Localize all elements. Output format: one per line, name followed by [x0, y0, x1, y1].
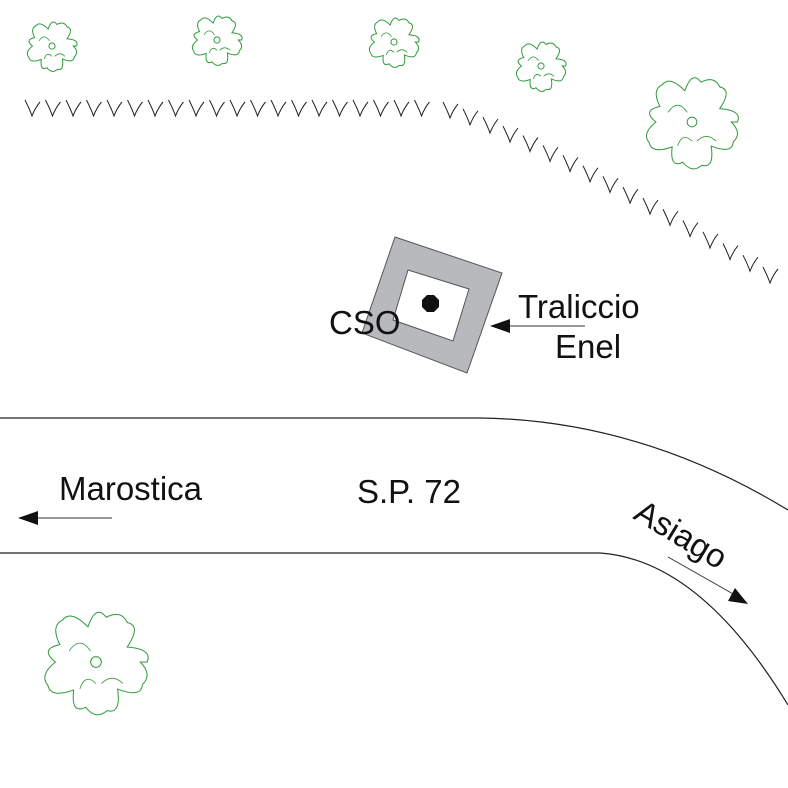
tree-icon — [44, 611, 149, 716]
grass-mark — [642, 197, 659, 216]
tree-outline — [646, 77, 739, 170]
cso-structure — [361, 236, 503, 374]
grass-mark — [250, 99, 266, 118]
grass-mark — [542, 145, 559, 163]
grass-mark — [702, 231, 719, 250]
tree-outline — [191, 15, 243, 66]
grass-mark — [414, 99, 430, 118]
grass-mark — [127, 99, 143, 118]
enel-label: Enel — [555, 328, 621, 365]
grass-mark — [502, 125, 519, 144]
tree-outline — [515, 41, 567, 92]
grass-mark — [147, 99, 164, 118]
road-label: S.P. 72 — [357, 473, 461, 510]
tree-detail — [380, 32, 408, 56]
asiago-arrow-line — [667, 556, 736, 596]
marostica-label: Marostica — [59, 470, 203, 507]
grass-mark — [562, 155, 579, 173]
grass-mark — [373, 99, 389, 118]
grass-mark — [106, 99, 123, 118]
grass-mark — [229, 99, 246, 118]
grass-border — [24, 99, 779, 285]
grass-mark — [45, 99, 61, 118]
grass-mark — [762, 266, 779, 285]
marostica-arrow-head — [18, 511, 38, 525]
tree-trunk — [213, 36, 221, 44]
tree-trunk — [686, 116, 698, 128]
grass-mark — [393, 99, 410, 118]
grass-mark — [24, 99, 41, 118]
traliccio-arrow-head — [490, 319, 510, 333]
traliccio-label: Traliccio — [518, 288, 640, 325]
grass-mark — [602, 176, 619, 194]
pylon-marker — [422, 295, 439, 312]
tree-detail — [527, 56, 555, 80]
tree-icon — [26, 21, 78, 72]
grass-mark — [722, 243, 739, 262]
road-edge-north — [0, 417, 788, 511]
tree-icon — [191, 15, 243, 66]
tree-outline — [368, 17, 420, 68]
tree-outline — [44, 611, 149, 716]
grass-mark — [65, 99, 82, 118]
grass-mark — [291, 99, 307, 118]
grass-mark — [442, 101, 459, 120]
grass-mark — [352, 99, 369, 118]
tree-detail — [667, 104, 717, 147]
tree-icon — [646, 77, 739, 170]
grass-mark — [270, 99, 287, 118]
grass-mark — [582, 165, 599, 184]
grass-mark — [311, 99, 328, 118]
grass-mark — [209, 99, 225, 118]
grass-mark — [462, 108, 479, 127]
grass-mark — [86, 99, 102, 118]
grass-mark — [332, 99, 348, 118]
tree-outline — [26, 21, 78, 72]
tree-icon — [515, 41, 567, 92]
tree-trunk — [390, 38, 398, 46]
grass-mark — [482, 116, 499, 135]
tree-trunk — [90, 656, 102, 668]
grass-mark — [742, 254, 759, 273]
grass-mark — [522, 135, 539, 154]
tree-trunk — [48, 42, 56, 50]
tree-detail — [203, 30, 231, 54]
tree-detail — [68, 642, 124, 690]
grass-mark — [188, 99, 205, 118]
trees — [26, 15, 739, 716]
grass-mark — [662, 209, 679, 227]
grass-mark — [682, 220, 699, 239]
tree-icon — [368, 17, 420, 68]
asiago-arrow-head — [728, 588, 748, 604]
grass-mark — [168, 99, 184, 118]
tree-detail — [38, 36, 66, 60]
grass-mark — [622, 186, 639, 205]
road-edge-south — [0, 552, 788, 706]
tree-trunk — [537, 62, 545, 70]
cso-label: CSO — [329, 304, 401, 341]
